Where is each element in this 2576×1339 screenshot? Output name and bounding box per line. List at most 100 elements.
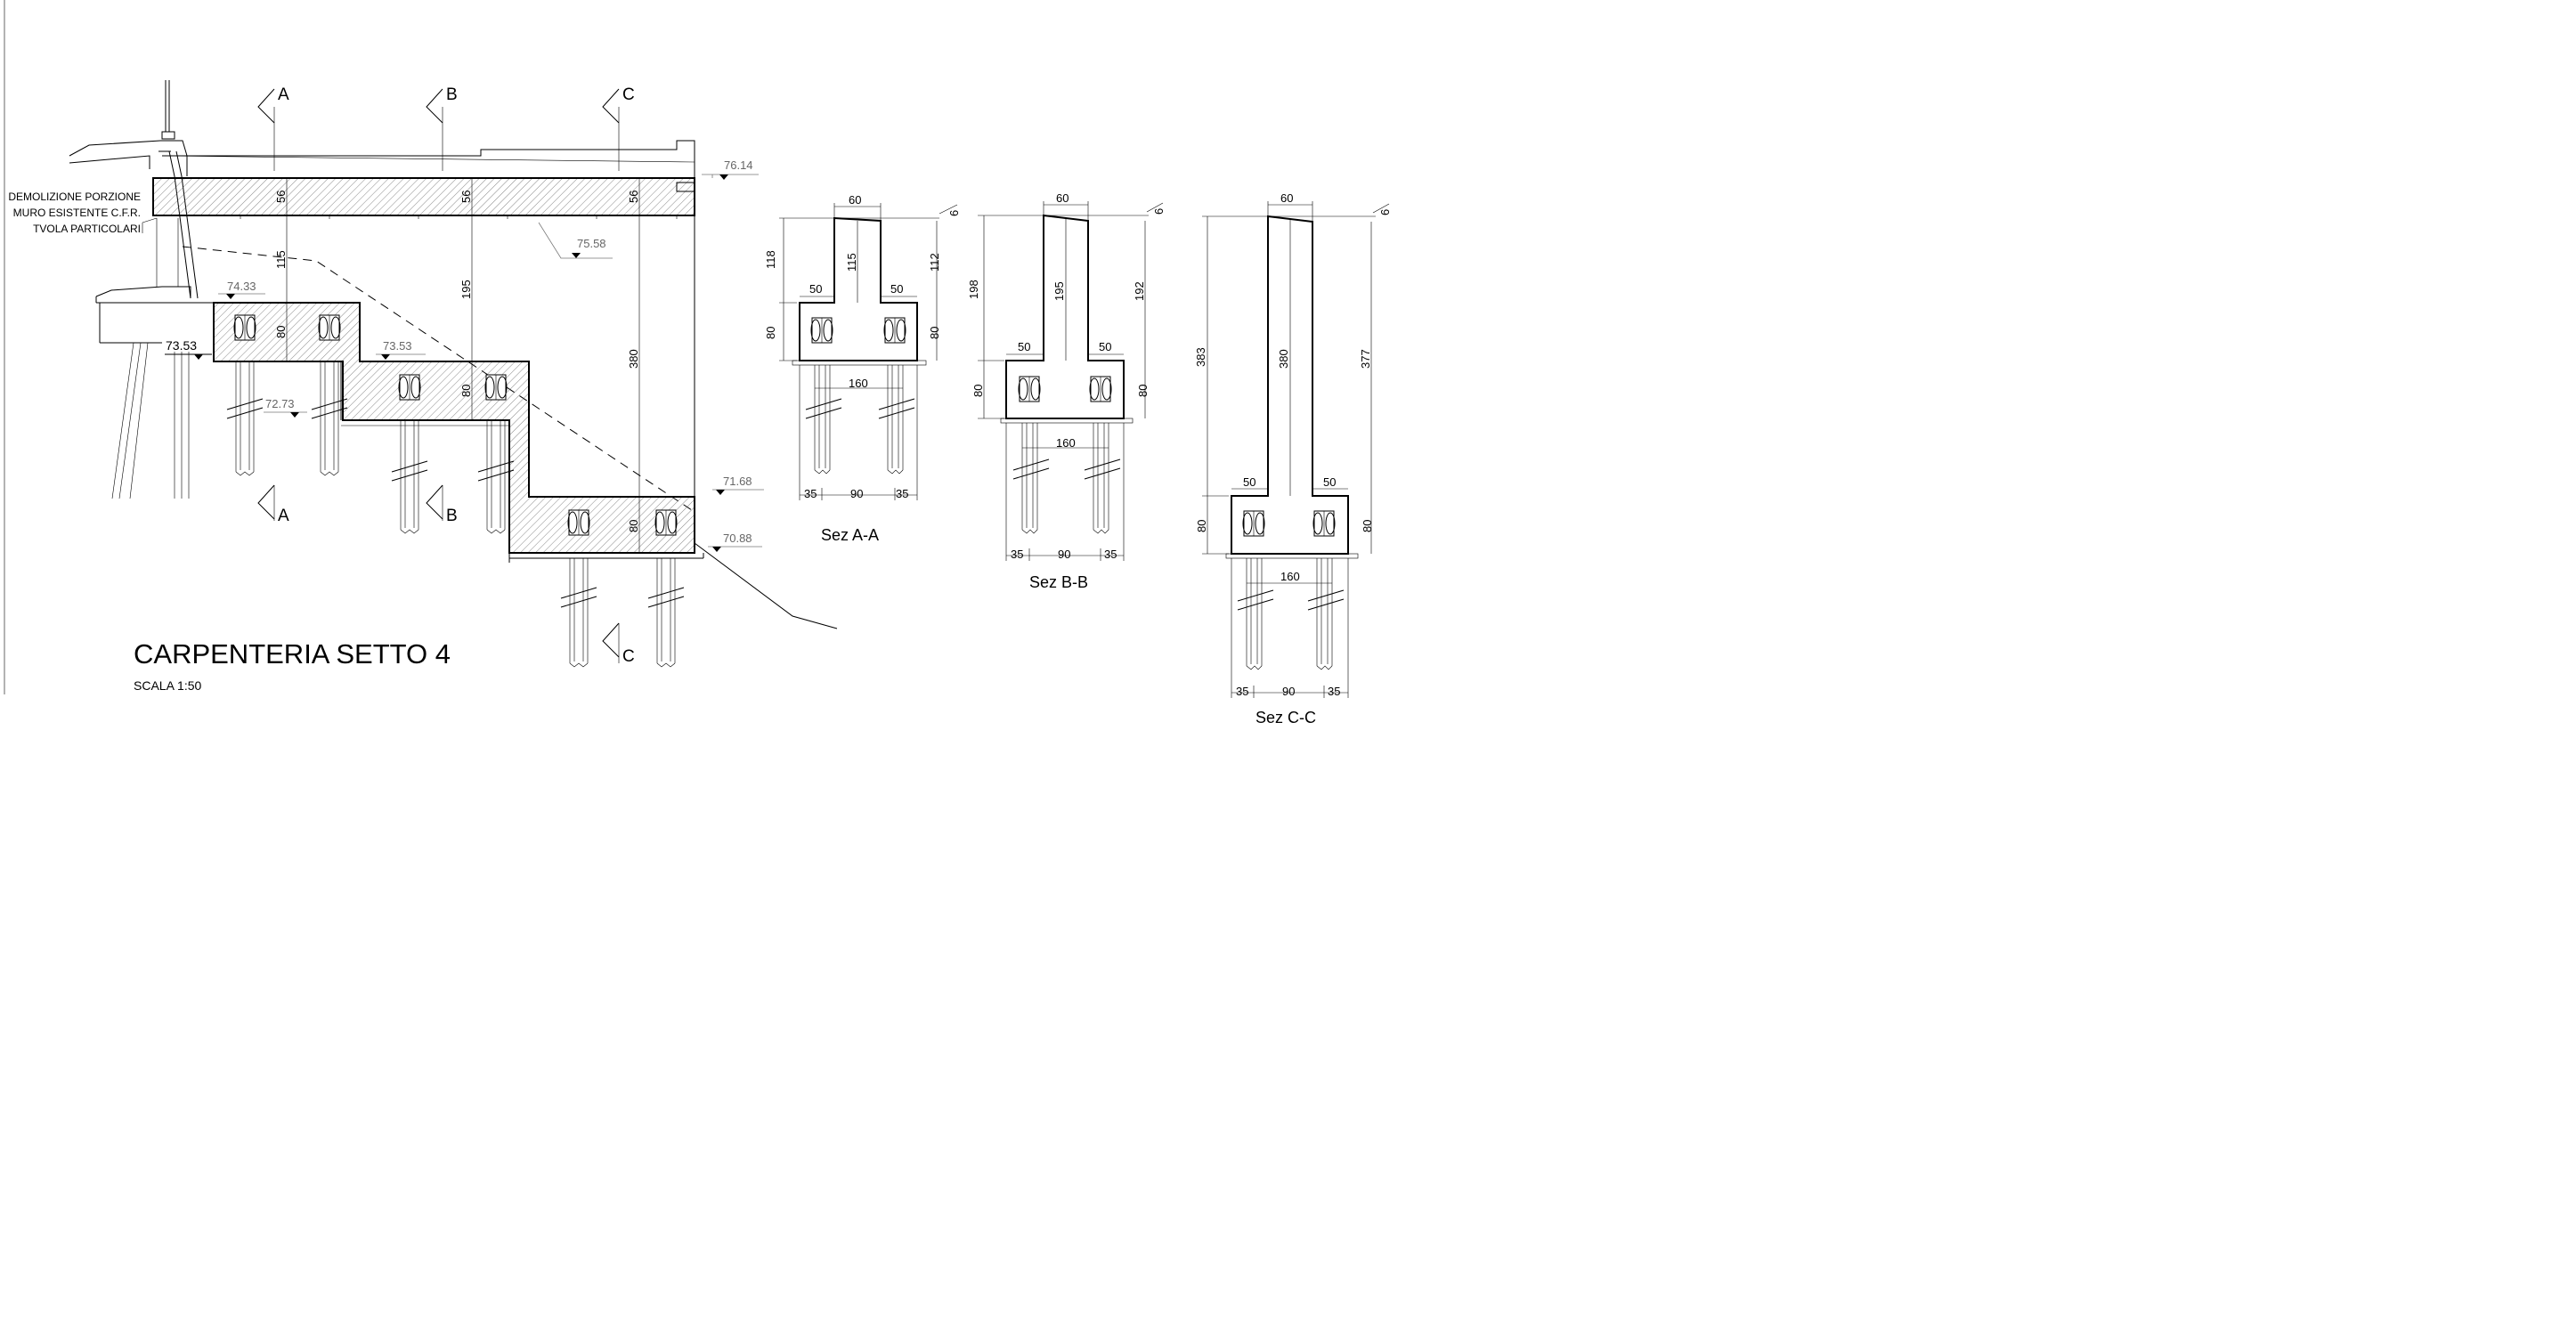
note-line-1: DEMOLIZIONE PORZIONE [8,191,141,203]
section-letter-c-top: C [622,85,635,104]
sec-b-edge-left: 35 [1011,548,1023,561]
sec-a-right-height: 112 [928,253,941,272]
slab [152,177,695,216]
section-mark-a-top: A [257,85,289,124]
stepped-foundation [213,302,695,554]
dim-wall-c: 380 [627,349,640,369]
sec-b-slope: 6 [1152,208,1166,215]
sec-b-right-height: 192 [1133,281,1146,301]
section-a: 60 6 118 115 112 80 80 50 50 160 35 90 3… [764,193,961,544]
sec-c-footing-right: 80 [1361,520,1374,532]
section-mark-a-bottom: A [257,484,289,525]
elevation-dimension-texts: 56 56 56 115 195 380 80 80 80 [274,191,640,532]
anchor-1 [226,361,264,476]
level-step2: 73.53 [376,339,426,360]
sec-b-wall-height: 195 [1052,281,1066,301]
dim-wall-b: 195 [459,280,473,299]
sec-b-edge-right: 35 [1104,548,1117,561]
level-top: 76.14 [702,158,759,180]
level-markers: 76.14 75.58 74.33 73.53 73.53 [165,158,764,552]
section-mark-c-bottom: C [602,622,635,666]
section-letter-c-bottom: C [622,647,635,666]
anchor-2 [311,361,348,476]
dim-slab-c: 56 [627,191,640,203]
anchor-5 [560,558,597,668]
dim-slab-b: 56 [459,191,473,203]
sec-a-middle: 90 [850,487,863,500]
sec-c-caption: Sez C-C [1255,709,1316,726]
level-existing: 73.53 [165,338,212,360]
sec-a-left-height: 118 [764,250,777,269]
sec-a-edge-right: 35 [896,487,908,500]
sec-c-left-height: 383 [1194,347,1207,367]
dim-footing-b: 80 [459,385,473,397]
sec-c-slope: 6 [1378,209,1392,215]
sec-c-right-height: 377 [1359,349,1372,369]
note-line-3: TVOLA PARTICOLARI [33,223,141,235]
level-top-label: 76.14 [724,158,753,172]
anchors-elevation [226,361,685,668]
sec-c-left-ledge: 50 [1243,475,1255,489]
sec-c-top-width: 60 [1280,191,1293,205]
level-step1-label: 74.33 [227,280,256,293]
sec-a-top-width: 60 [849,193,861,207]
section-mark-b-top: B [426,85,458,124]
dim-footing-c: 80 [627,520,640,532]
level-step1: 74.33 [218,280,265,299]
anchor-4 [477,420,515,534]
section-b: 60 6 198 195 192 80 80 50 50 160 35 90 3… [967,191,1166,591]
level-low: 71.68 [712,475,764,495]
sec-b-anchor-spacing: 160 [1056,436,1076,450]
level-step2-label: 73.53 [383,339,412,353]
level-existing-label: 73.53 [166,338,197,353]
terrain-line [694,542,838,629]
anchor-6 [647,558,685,668]
technical-drawing: 56 56 56 115 195 380 80 80 80 A B C [4,0,1392,726]
road-profile [162,140,695,178]
sec-c-footing-left: 80 [1195,520,1208,532]
sec-b-right-ledge: 50 [1099,340,1111,353]
dim-footing-a: 80 [274,326,288,338]
sec-a-anchor-spacing: 160 [849,377,868,390]
level-low-label: 71.68 [723,475,752,488]
sec-a-right-ledge: 50 [890,282,903,296]
sec-c-middle: 90 [1282,685,1295,698]
sec-a-wall-height: 115 [845,253,858,272]
section-mark-b-bottom: B [426,484,458,525]
level-mid: 72.73 [264,397,307,418]
sec-c-anchor-spacing: 160 [1280,570,1300,583]
sec-c-edge-right: 35 [1328,685,1340,698]
drawing-scale: SCALA 1:50 [134,678,201,693]
demolition-note: DEMOLIZIONE PORZIONE MURO ESISTENTE C.F.… [8,191,158,235]
sec-b-left-ledge: 50 [1018,340,1030,353]
existing-structure [69,80,214,499]
level-base-label: 70.88 [723,532,752,545]
section-letter-a-bottom: A [278,507,289,525]
sec-a-edge-left: 35 [804,487,817,500]
sec-a-left-ledge: 50 [809,282,822,296]
note-line-2: MURO ESISTENTE C.F.R. [13,207,141,219]
main-elevation: 56 56 56 115 195 380 80 80 80 A B C [8,80,838,693]
sec-b-footing-right: 80 [1136,385,1150,397]
sec-b-footing-left: 80 [971,385,985,397]
level-slab-bottom-label: 75.58 [577,237,606,250]
sec-a-slope: 6 [947,210,961,216]
sec-c-wall-height: 380 [1277,349,1290,369]
section-c: 60 6 383 380 377 80 80 50 50 160 35 90 3… [1194,191,1392,726]
anchor-3 [391,420,428,534]
sec-b-middle: 90 [1058,548,1070,561]
level-base: 70.88 [708,532,762,552]
section-mark-c-top: C [602,85,635,124]
drawing-title: CARPENTERIA SETTO 4 [134,638,451,670]
elevation-dimension-lines [286,178,640,553]
dim-wall-a: 115 [274,250,288,269]
sec-c-right-ledge: 50 [1323,475,1336,489]
sec-c-edge-left: 35 [1236,685,1248,698]
sec-a-footing-left: 80 [764,327,777,339]
sec-b-caption: Sez B-B [1029,573,1088,591]
dim-slab-a: 56 [274,191,288,203]
level-mid-label: 72.73 [265,397,295,410]
sec-a-caption: Sez A-A [821,526,879,544]
section-letter-b-bottom: B [446,507,458,525]
section-c-outline [1231,215,1349,555]
